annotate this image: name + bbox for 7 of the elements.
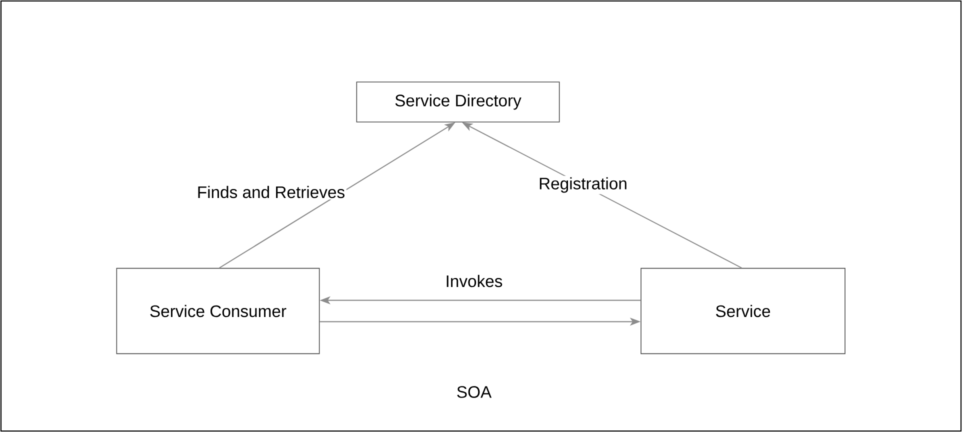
- caption: SOA: [457, 386, 492, 398]
- edge-label: Registration: [537, 176, 629, 194]
- edge-label: Finds and Retrieves: [196, 184, 346, 200]
- process-box: Service: [640, 268, 846, 354]
- process-box: Service Directory: [356, 82, 560, 122]
- edge-label: Invokes: [444, 274, 504, 288]
- process-box: Service Consumer: [116, 268, 320, 354]
